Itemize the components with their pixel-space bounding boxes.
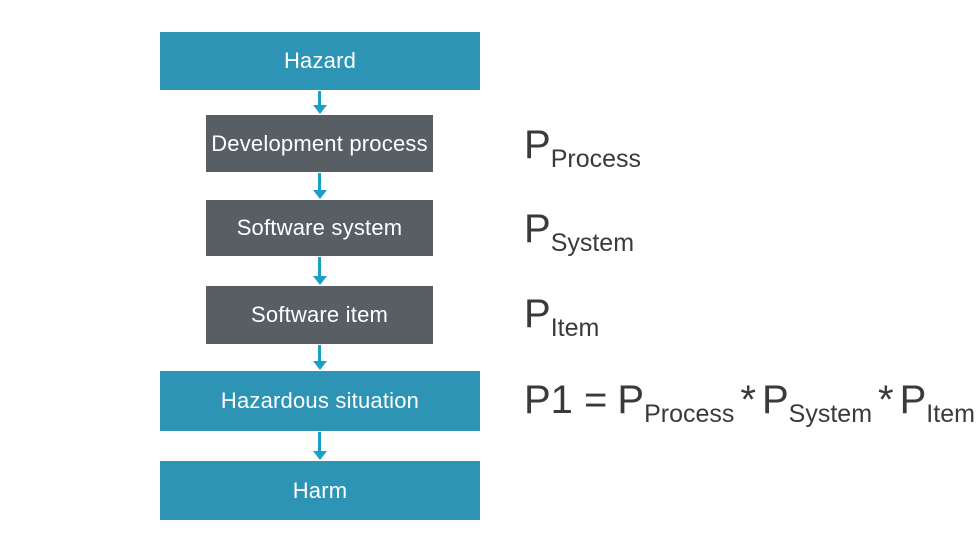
node-hazardous-situation-label: Hazardous situation	[220, 388, 420, 413]
node-software-system-label: Software system	[236, 215, 403, 240]
down-arrow-icon	[318, 257, 321, 276]
formula-term1-sub: Process	[644, 400, 735, 428]
formula-term1-base: P	[617, 378, 645, 422]
annotation-p-process: PProcess	[524, 123, 641, 172]
formula-lhs: P1 =	[524, 378, 608, 422]
node-software-system: Software system	[206, 200, 433, 256]
p-system-sub: System	[550, 229, 635, 257]
down-arrow-icon	[318, 173, 321, 190]
p-system-base: P	[524, 207, 551, 251]
formula-term3-sub: Item	[926, 400, 975, 428]
node-harm-label: Harm	[292, 477, 348, 503]
node-hazardous-situation: Hazardous situation	[160, 371, 480, 431]
p-item-base: P	[524, 292, 551, 336]
node-software-item: Software item	[206, 286, 433, 344]
formula-term2-sub: System	[788, 400, 873, 428]
formula-term3-base: P	[899, 378, 927, 422]
formula-p1: P1 =PProcess*PSystem*PItem	[524, 378, 975, 427]
p-process-sub: Process	[550, 145, 641, 173]
node-hazard: Hazard	[160, 32, 480, 90]
formula-operator-1: *	[740, 378, 756, 422]
down-arrow-icon	[318, 432, 321, 451]
node-harm: Harm	[160, 461, 480, 520]
node-development-process: Development process	[206, 115, 433, 172]
annotation-p-system: PSystem	[524, 207, 634, 256]
formula-operator-2: *	[878, 378, 894, 422]
node-hazard-label: Hazard	[283, 48, 357, 73]
p-process-base: P	[524, 123, 551, 167]
down-arrow-icon	[318, 345, 321, 361]
node-development-process-label: Development process	[211, 130, 428, 156]
down-arrow-icon	[318, 91, 321, 105]
p-item-sub: Item	[550, 314, 600, 342]
node-software-item-label: Software item	[250, 302, 389, 327]
formula-term2-base: P	[761, 378, 789, 422]
annotation-p-item: PItem	[524, 292, 599, 341]
